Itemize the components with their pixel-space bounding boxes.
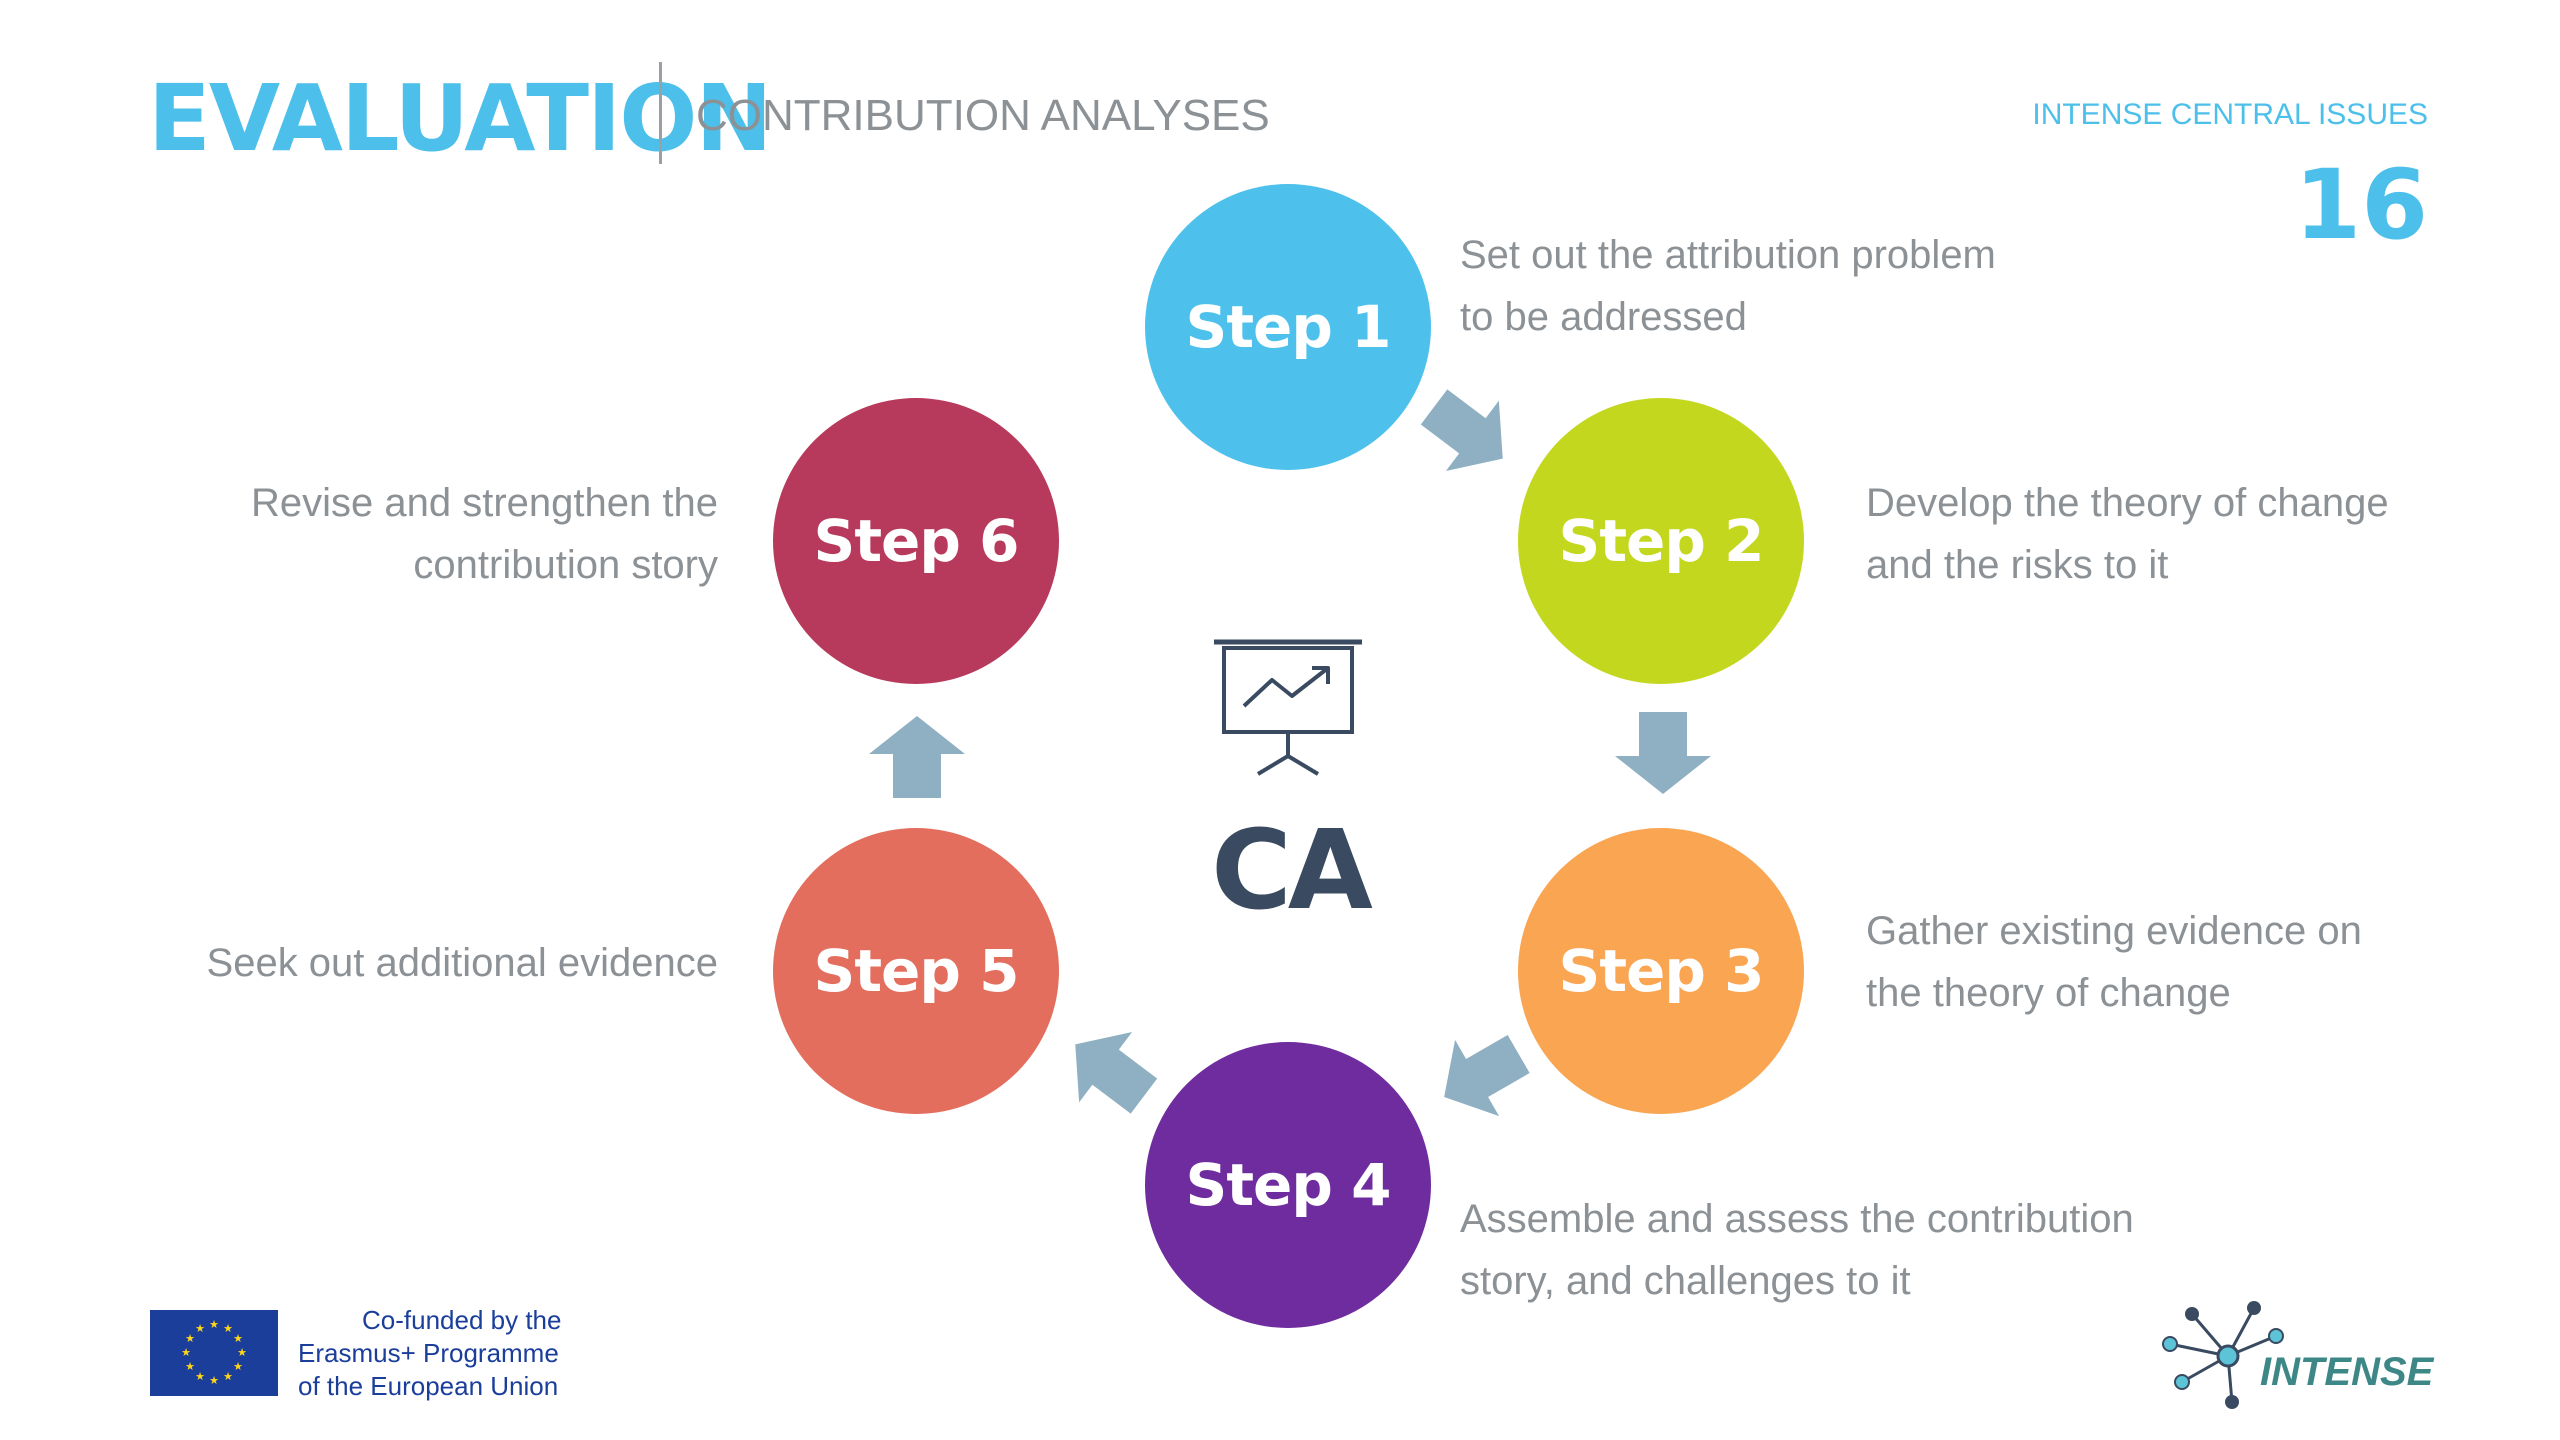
title-divider — [659, 62, 662, 164]
step-3-desc-line2: the theory of change — [1866, 971, 2231, 1015]
page-number: 16 — [2294, 149, 2428, 261]
step-6-circle: Step 6 — [773, 398, 1059, 684]
svg-text:★: ★ — [233, 1360, 243, 1373]
svg-text:★: ★ — [209, 1318, 219, 1331]
step-6-desc-line1: Revise and strengthen the — [251, 481, 718, 525]
svg-text:★: ★ — [185, 1360, 195, 1373]
eu-funding-text: Co-funded by the Erasmus+ Programme of t… — [298, 1304, 561, 1403]
arrow-step4-to-step5 — [1075, 1032, 1158, 1114]
step-2-desc-line2: and the risks to it — [1866, 543, 2169, 587]
step-4-circle: Step 4 — [1145, 1042, 1431, 1328]
logo-wordmark: INTENSE — [2260, 1350, 2434, 1394]
eu-line2: Erasmus+ Programme — [298, 1338, 559, 1368]
step-6-desc-line2: contribution story — [413, 543, 718, 587]
step-2-description: Develop the theory of change and the ris… — [1866, 472, 2389, 596]
page-subtitle: CONTRIBUTION ANALYSES — [696, 91, 1270, 140]
svg-text:★: ★ — [237, 1346, 247, 1359]
svg-text:★: ★ — [209, 1374, 219, 1387]
step-2-circle: Step 2 — [1518, 398, 1804, 684]
step-6-description: Revise and strengthen the contribution s… — [251, 472, 718, 596]
network-logo-icon — [2162, 1301, 2284, 1409]
step-5-description: Seek out additional evidence — [207, 932, 718, 994]
eu-line1: Co-funded by the — [362, 1305, 562, 1335]
svg-text:★: ★ — [195, 1370, 205, 1383]
step-3-circle: Step 3 — [1518, 828, 1804, 1114]
step-4-description: Assemble and assess the contribution sto… — [1460, 1188, 2134, 1312]
svg-text:★: ★ — [233, 1332, 243, 1345]
step-4-desc-line2: story, and challenges to it — [1460, 1259, 1911, 1303]
arrow-step3-to-step4 — [1444, 1034, 1530, 1117]
step-4-desc-line1: Assemble and assess the contribution — [1460, 1197, 2134, 1241]
series-label: INTENSE CENTRAL ISSUES — [2032, 98, 2428, 131]
svg-text:★: ★ — [223, 1370, 233, 1383]
eu-flag-icon: ★ ★ ★ ★ ★ ★ ★ ★ ★ ★ ★ ★ — [150, 1310, 278, 1396]
step-5-desc-line1: Seek out additional evidence — [206, 941, 718, 985]
page-title: EVALUATION — [148, 65, 772, 172]
arrow-step5-to-step6 — [869, 716, 965, 798]
svg-text:★: ★ — [181, 1346, 191, 1359]
svg-text:★: ★ — [223, 1322, 233, 1335]
eu-line3: of the European Union — [298, 1371, 559, 1401]
step-1-desc-line1: Set out the attribution problem — [1460, 233, 1996, 277]
svg-text:★: ★ — [185, 1332, 195, 1345]
step-3-description: Gather existing evidence on the theory o… — [1866, 900, 2362, 1024]
svg-text:★: ★ — [195, 1322, 205, 1335]
step-1-description: Set out the attribution problem to be ad… — [1460, 224, 1996, 348]
arrow-step2-to-step3 — [1615, 712, 1711, 794]
arrow-step1-to-step2 — [1420, 389, 1503, 471]
step-2-desc-line1: Develop the theory of change — [1866, 481, 2389, 525]
step-5-circle: Step 5 — [773, 828, 1059, 1114]
step-1-circle: Step 1 — [1145, 184, 1431, 470]
step-3-desc-line1: Gather existing evidence on — [1866, 909, 2362, 953]
presentation-chart-icon — [1214, 639, 1362, 776]
center-label: CA — [1211, 806, 1373, 934]
step-1-desc-line2: to be addressed — [1460, 295, 1747, 339]
